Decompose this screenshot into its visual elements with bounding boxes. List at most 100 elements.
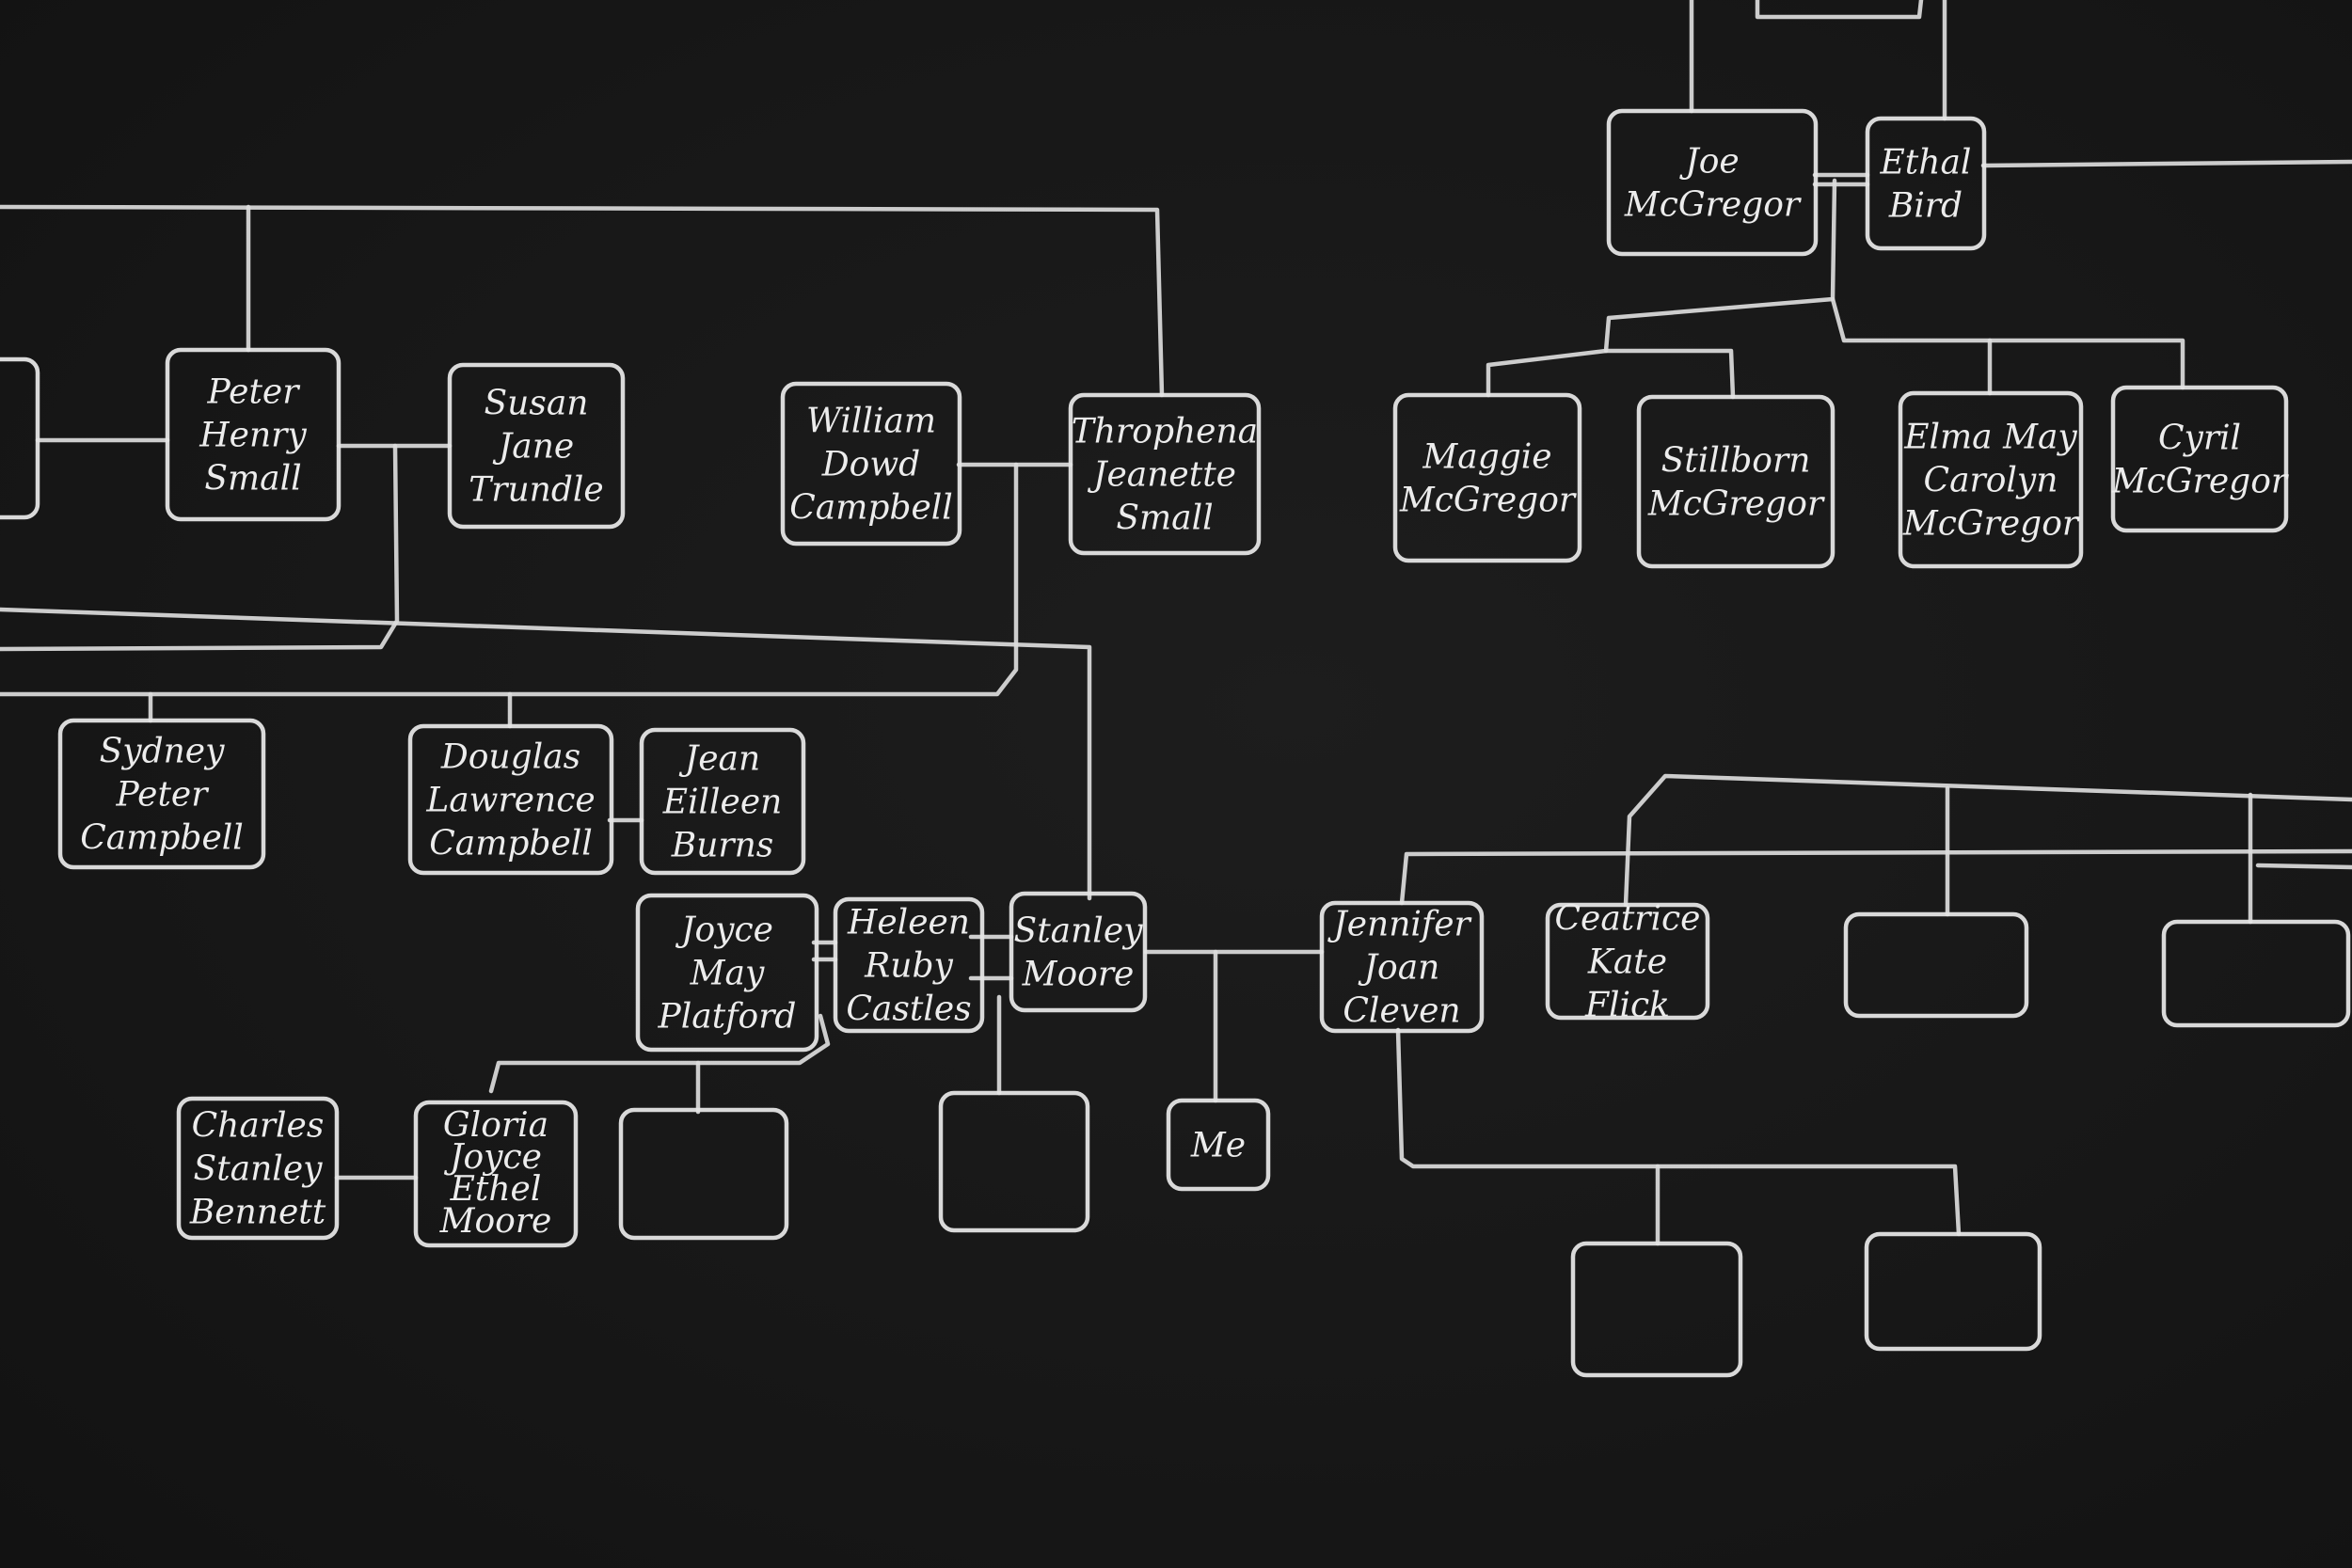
person-name-line: Charles bbox=[192, 1107, 325, 1146]
person-box-outline bbox=[780, 381, 962, 546]
person-name-line: Campbell bbox=[429, 825, 593, 863]
person-box-outline bbox=[2110, 385, 2289, 533]
person-box-outline bbox=[1864, 1231, 2042, 1352]
person-box-outline bbox=[407, 723, 614, 876]
person-name-line: Dowd bbox=[821, 446, 920, 484]
person-box-outline bbox=[1009, 891, 1148, 1013]
person-name-line: Susan bbox=[485, 385, 589, 423]
person-box-outline bbox=[1570, 1241, 1743, 1378]
person-box-outline bbox=[1898, 390, 2084, 569]
person-name-line: Small bbox=[1116, 499, 1213, 538]
person-name-line: Trundle bbox=[469, 471, 603, 510]
person-name-line: May bbox=[690, 955, 765, 993]
person-box-outline bbox=[1166, 1098, 1271, 1192]
person-name-line: Joyce bbox=[675, 911, 773, 950]
person-empty-5 bbox=[1570, 1241, 1743, 1378]
person-name-line: Stanley bbox=[1014, 912, 1144, 951]
person-empty-6 bbox=[1864, 1231, 2042, 1352]
person-name-line: Me bbox=[1190, 1127, 1246, 1165]
person-name-line: McGregor bbox=[1624, 186, 1802, 225]
person-name-line: Elma May bbox=[1903, 419, 2077, 457]
person-name-line: Jane bbox=[492, 428, 574, 467]
person-name-line: Carolyn bbox=[1924, 462, 2058, 500]
person-name-line: Ethal bbox=[1880, 144, 1972, 182]
person-name-line: Campbell bbox=[80, 819, 244, 858]
person-box-outline bbox=[413, 1100, 579, 1248]
person-box-outline bbox=[635, 893, 819, 1053]
person-name-line: Bennett bbox=[189, 1194, 326, 1232]
person-name-line: Stillborn bbox=[1661, 442, 1811, 481]
person-box-outline bbox=[1392, 392, 1582, 563]
person-box-outline bbox=[1865, 116, 1987, 251]
person-box-outline bbox=[1319, 900, 1485, 1034]
person-name-line: Throphena bbox=[1072, 413, 1258, 451]
person-name-line: Castles bbox=[846, 990, 971, 1029]
person-name-line: Jennifer bbox=[1327, 906, 1471, 944]
person-name-line: Ethel bbox=[450, 1170, 542, 1209]
person-name-line: Joe bbox=[1678, 143, 1739, 182]
person-name-line: Lawrence bbox=[425, 782, 595, 820]
person-box-outline bbox=[1843, 911, 2029, 1019]
person-box-outline bbox=[1606, 108, 1819, 257]
person-name-line: Cleven bbox=[1343, 992, 1460, 1031]
person-name-line: Flick bbox=[1584, 987, 1670, 1025]
person-box-outline bbox=[0, 356, 40, 520]
person-empty-2 bbox=[938, 1090, 1090, 1233]
person-name-line: Cyril bbox=[2158, 420, 2241, 458]
person-name-line: Heleen bbox=[847, 904, 970, 942]
person-name-line: Joan bbox=[1358, 949, 1440, 988]
person-box-outline bbox=[938, 1090, 1090, 1233]
person-name-line: Kate bbox=[1587, 943, 1667, 982]
person-name-line: Sydney bbox=[100, 733, 226, 771]
person-box-outline bbox=[447, 362, 626, 530]
person-box-outline bbox=[618, 1107, 789, 1241]
person-name-line: Ruby bbox=[864, 947, 953, 986]
person-name-line: McGregor bbox=[2111, 463, 2289, 501]
person-me: Me bbox=[1166, 1098, 1271, 1192]
person-name-line: Eilleen bbox=[662, 784, 783, 822]
person-box-outline bbox=[833, 896, 985, 1034]
person-empty-1 bbox=[618, 1107, 789, 1241]
person-partial-left bbox=[0, 356, 40, 520]
person-name-line: Jeanette bbox=[1087, 456, 1236, 495]
person-name-line: Moore bbox=[439, 1202, 552, 1241]
person-name-line: Stanley bbox=[194, 1150, 324, 1189]
person-name-line: McGregor bbox=[1647, 485, 1825, 524]
person-name-line: Maggie bbox=[1422, 438, 1551, 477]
person-name-line: Henry bbox=[199, 417, 307, 455]
person-box-outline bbox=[165, 347, 342, 522]
person-box-outline bbox=[1545, 902, 1710, 1021]
person-name-line: Moore bbox=[1022, 956, 1135, 994]
person-name-line: Campbell bbox=[789, 489, 953, 528]
connector-lines bbox=[0, 0, 2352, 1246]
person-name-line: McGregor bbox=[1902, 505, 2080, 544]
person-empty-4 bbox=[2161, 919, 2351, 1028]
person-name-line: Bird bbox=[1888, 187, 1963, 226]
person-empty-3 bbox=[1843, 911, 2029, 1019]
person-name-line: McGregor bbox=[1399, 482, 1577, 520]
person-box-outline bbox=[639, 727, 806, 876]
person-box-outline bbox=[176, 1096, 340, 1241]
person-name-line: Peter bbox=[207, 373, 301, 412]
person-box-outline bbox=[2161, 919, 2351, 1028]
person-name-line: Jean bbox=[678, 740, 760, 779]
person-box-outline bbox=[1636, 394, 1836, 569]
